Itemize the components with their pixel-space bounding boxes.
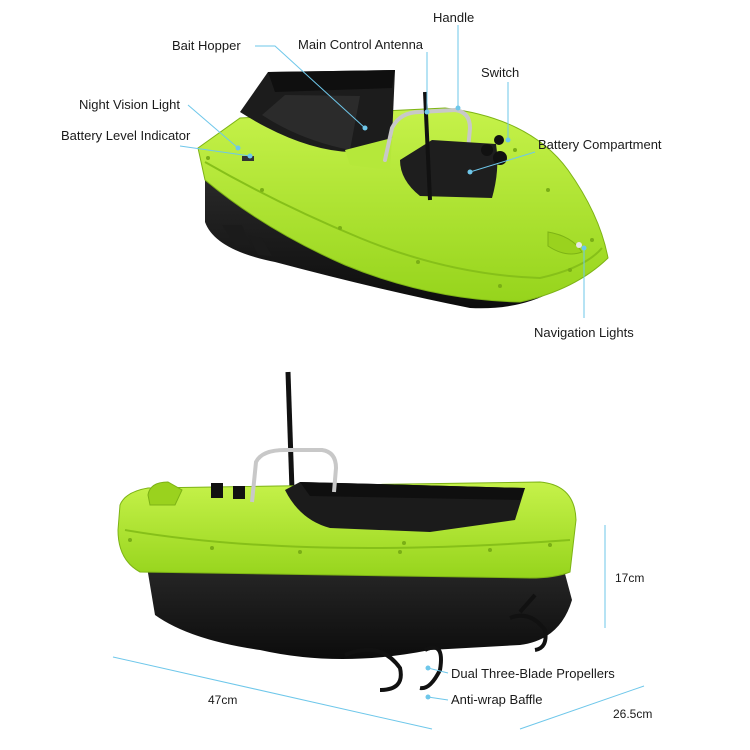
label-bait-hopper: Bait Hopper xyxy=(172,38,241,53)
knob-1 xyxy=(211,483,223,498)
label-battery-compartment: Battery Compartment xyxy=(538,137,662,152)
dimension-length: 47cm xyxy=(208,693,238,707)
label-handle: Handle xyxy=(433,10,475,25)
switch-knob-1 xyxy=(481,144,493,156)
navigation-light xyxy=(576,242,582,248)
boat-top-view xyxy=(197,70,609,309)
dimension-width: 26.5cm xyxy=(613,707,653,721)
label-battery-level-indicator: Battery Level Indicator xyxy=(61,128,191,143)
dimension-lines xyxy=(112,525,645,730)
label-dual-propellers: Dual Three-Blade Propellers xyxy=(451,666,615,681)
knob-2 xyxy=(233,486,245,499)
bait-hopper-box xyxy=(240,70,395,170)
label-switch: Switch xyxy=(481,65,520,80)
battery-cover xyxy=(400,140,498,198)
handle-bar-side xyxy=(250,448,339,503)
label-navigation-lights: Navigation Lights xyxy=(534,325,634,340)
battery-indicator-light xyxy=(242,156,254,161)
propellers-side xyxy=(344,593,548,692)
boat-side-view xyxy=(117,371,577,692)
callout-lines-top xyxy=(179,25,585,318)
antenna-rod-side xyxy=(285,371,295,491)
handle-bar xyxy=(383,107,473,162)
dimension-height: 17cm xyxy=(615,571,645,585)
label-anti-wrap-baffle: Anti-wrap Baffle xyxy=(451,692,543,707)
switch-knob-3 xyxy=(494,135,504,145)
label-main-control-antenna: Main Control Antenna xyxy=(298,37,424,52)
label-night-vision-light: Night Vision Light xyxy=(79,97,180,112)
rear-propellers-top xyxy=(222,225,272,256)
